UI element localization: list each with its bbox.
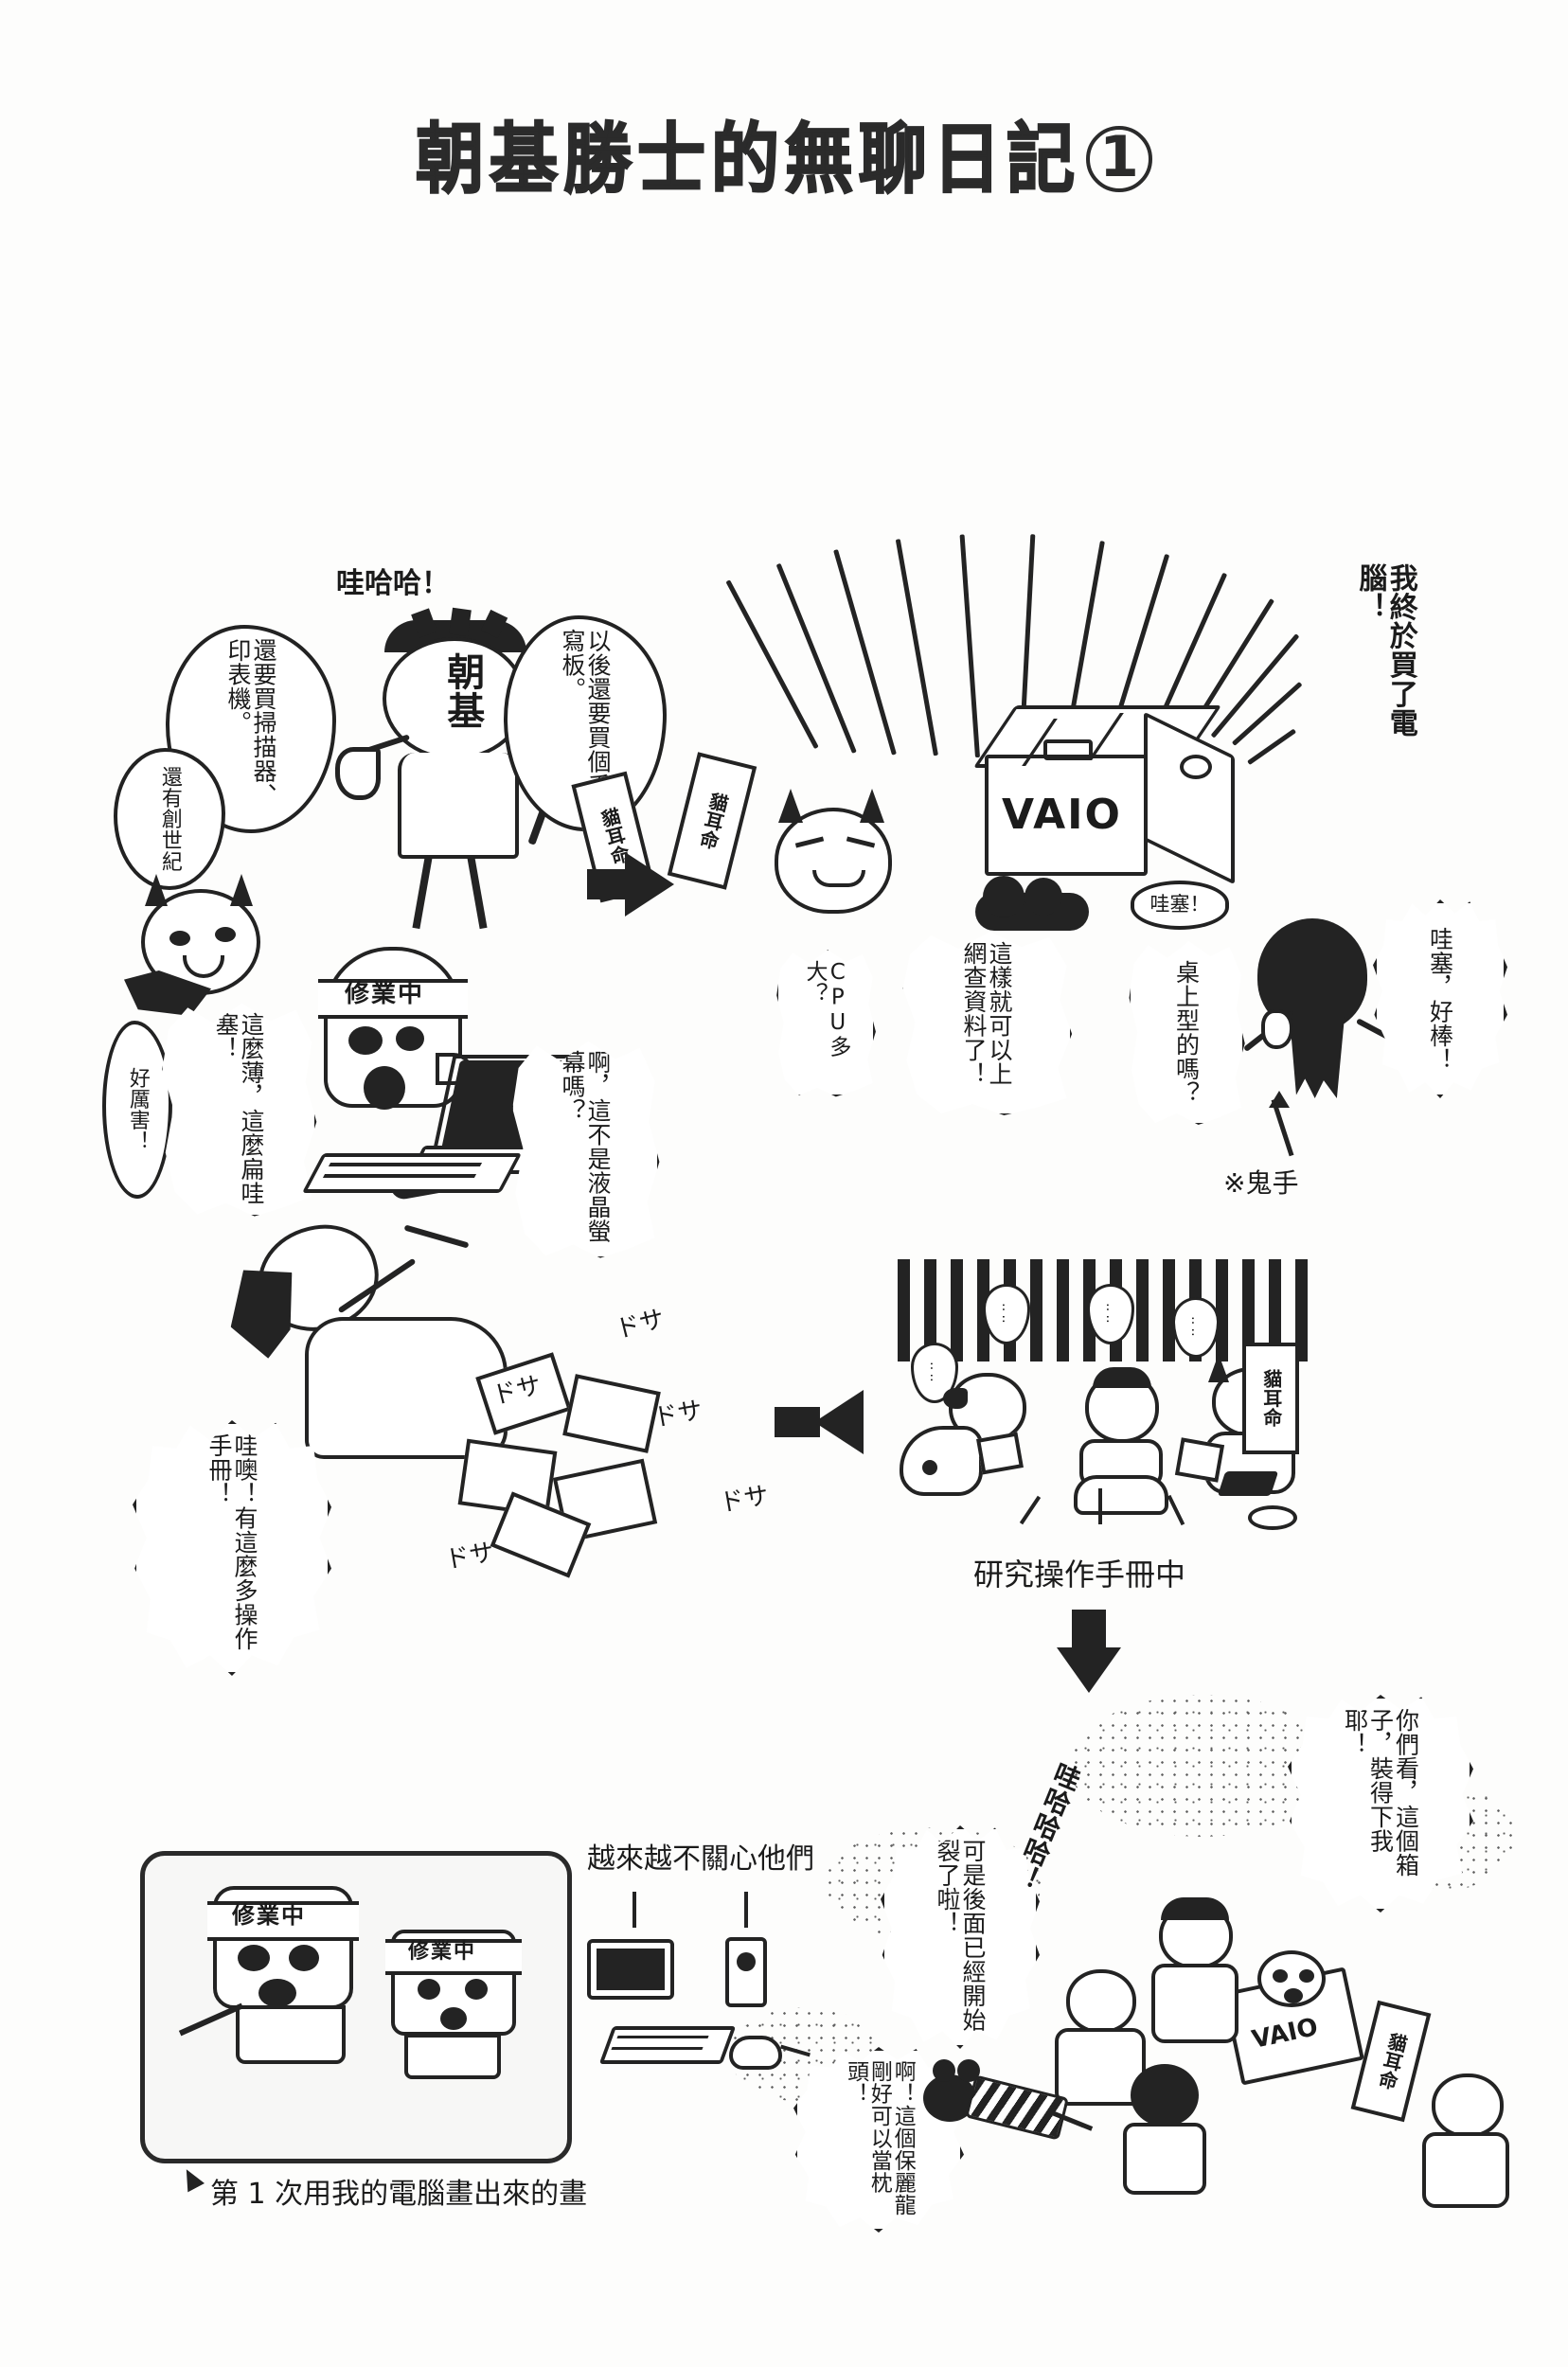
balloon-text: 哇塞！ xyxy=(1149,893,1210,917)
device-small-oval xyxy=(1248,1505,1297,1530)
character-cat-center xyxy=(757,789,909,952)
balloon-text: 以後還要買個手寫板。 xyxy=(559,629,612,798)
character-kneeling-reader-1 xyxy=(900,1373,1032,1515)
arrow-down-stem xyxy=(1072,1610,1106,1651)
balloon-i-fit-in-box: 你們看，這個箱子，裝得下我耶！ xyxy=(1288,1695,1473,1913)
sign-cat-ear-middle: 貓耳命 xyxy=(1242,1343,1299,1454)
thought-dots: ‥‥ xyxy=(927,1361,942,1385)
discarded-monitor xyxy=(587,1939,691,2024)
balloon-text: CPU多大？ xyxy=(802,960,850,1058)
balloon-so-great: 哇塞，好棒！ xyxy=(1373,899,1507,1098)
character-lying-on-styrofoam xyxy=(923,2059,1094,2163)
sign-label: 貓耳命 xyxy=(1259,1369,1283,1428)
thought-balloon-4: ‥‥ xyxy=(1172,1297,1220,1358)
arrow-left-stem xyxy=(587,869,633,899)
balloon-text: 還有創世紀 xyxy=(157,765,182,873)
arrow-left-icon xyxy=(625,852,674,917)
character-bottom-silhouette xyxy=(1117,2064,1221,2197)
balloon-internet: 這樣就可以上網查資料了！ xyxy=(902,932,1073,1115)
device-small-black xyxy=(1217,1471,1279,1496)
character-catface-left xyxy=(124,874,279,1018)
balloon-desktop-question: 桌上型的嗎？ xyxy=(1129,941,1245,1125)
narration-bought-computer: 我終於買了電腦！ xyxy=(1353,563,1417,738)
pointer-arrow-b xyxy=(1098,1488,1102,1524)
arrow-right-stem xyxy=(775,1407,820,1437)
drawing-headband-label-right: 修業中 xyxy=(408,1940,477,1964)
caption-studying-manual: 研究操作手冊中 xyxy=(973,1557,1186,1593)
character-black-blob xyxy=(975,876,1098,942)
vaio-box-label: VAIO xyxy=(1002,791,1122,839)
thought-balloon-2: ‥‥ xyxy=(983,1284,1030,1344)
balloon-so-thin: 這麼薄，這麼扁哇塞！ xyxy=(162,1003,317,1217)
thought-dots: ‥‥ xyxy=(999,1302,1014,1326)
balloon-text: 啊！這個保麗龍剛好可以當枕頭！ xyxy=(843,2060,916,2216)
drawing-character-left: 修業中 xyxy=(178,1886,382,2075)
sfx-drop-4: ドサ xyxy=(717,1481,772,1519)
keyboard-device xyxy=(301,1153,530,1212)
character-lying-reader xyxy=(237,1213,549,1491)
pointer-arrow-e xyxy=(744,1892,748,1928)
balloon-text: 還要買掃描器、印表機。 xyxy=(224,638,277,808)
character-bottom-standing-1 xyxy=(1146,1897,1250,2045)
character-asagi: 朝基 xyxy=(335,607,568,933)
pointer-arrow-d xyxy=(633,1892,636,1928)
balloon-wow-1: 哇塞！ xyxy=(1131,881,1229,930)
character-headband-training: 修業中 xyxy=(312,947,473,1165)
sfx-drop-1: ドサ xyxy=(613,1305,668,1344)
balloon-amazing: 好厲害！ xyxy=(102,1021,172,1199)
balloon-text: 你們看，這個箱子，裝得下我耶！ xyxy=(1341,1708,1420,1878)
thought-dots: ‥‥ xyxy=(1188,1315,1203,1340)
balloon-text: 可是後面已經開始裂了啦！ xyxy=(934,1839,987,2032)
caption-first-drawing: 第 1 次用我的電腦畫出來的畫 xyxy=(210,2178,588,2211)
character-in-vaio-box: VAIO xyxy=(1222,1950,1392,2102)
balloon-many-manuals: 哇噢！有這麼多操作手冊！ xyxy=(133,1420,331,1676)
drawing-headband-label-left: 修業中 xyxy=(232,1902,306,1929)
thought-dots: ‥‥ xyxy=(1103,1302,1118,1326)
character-kneeling-reader-2 xyxy=(1070,1367,1184,1515)
balloon-text: 桌上型的嗎？ xyxy=(1172,959,1201,1105)
head-label-asagi: 朝基 xyxy=(440,652,485,730)
balloon-printer-scanner: 還要買掃描器、印表機。 xyxy=(166,625,336,833)
vaio-product-box: VAIO xyxy=(972,705,1235,885)
discarded-mouse xyxy=(729,2036,811,2083)
character-bottom-right xyxy=(1420,2073,1524,2216)
balloon-ultima: 還有創世紀 xyxy=(114,748,225,890)
title-episode-number: 1 xyxy=(1086,126,1152,192)
arrow-down-icon xyxy=(1057,1647,1121,1693)
balloon-text: 這麼薄，這麼扁哇塞！ xyxy=(212,1012,265,1205)
balloon-text: 哇塞，好棒！ xyxy=(1426,926,1454,1072)
drawing-character-right: 修業中 xyxy=(382,1930,533,2081)
caption-less-attention: 越來越不關心他們 xyxy=(587,1842,814,1876)
pointer-up-icon xyxy=(1269,1091,1290,1108)
character-ghost-hand-girl xyxy=(1242,918,1406,1098)
discarded-speaker xyxy=(725,1937,782,2041)
headband-label: 修業中 xyxy=(345,980,425,1008)
balloon-text: 好厲害！ xyxy=(125,1067,150,1152)
laugh-text-top: 哇哈哈！ xyxy=(336,567,450,600)
sign-cat-ear-2: 貓耳命 xyxy=(667,752,757,890)
arrow-right-icon xyxy=(814,1390,864,1454)
sign-label: 貓耳命 xyxy=(1373,2030,1410,2092)
sign-label: 貓耳命 xyxy=(694,790,731,852)
balloon-text: 這樣就可以上網查資料了！ xyxy=(960,941,1013,1086)
balloon-text: 啊，這不是液晶螢幕嗎？ xyxy=(559,1050,612,1243)
balloon-cpu: CPU多大？ xyxy=(776,950,876,1097)
balloon-text: 哇噢！有這麼多操作手冊！ xyxy=(205,1433,258,1651)
thought-balloon-3: ‥‥ xyxy=(1087,1284,1134,1344)
ghost-hand-note: ※鬼手 xyxy=(1223,1167,1299,1199)
pointer-up-icon-drawing xyxy=(178,2164,205,2193)
first-computer-drawing-panel: 修業中 修業中 xyxy=(140,1851,572,2163)
title-text: 朝基勝士的無聊日記 xyxy=(415,114,1080,205)
